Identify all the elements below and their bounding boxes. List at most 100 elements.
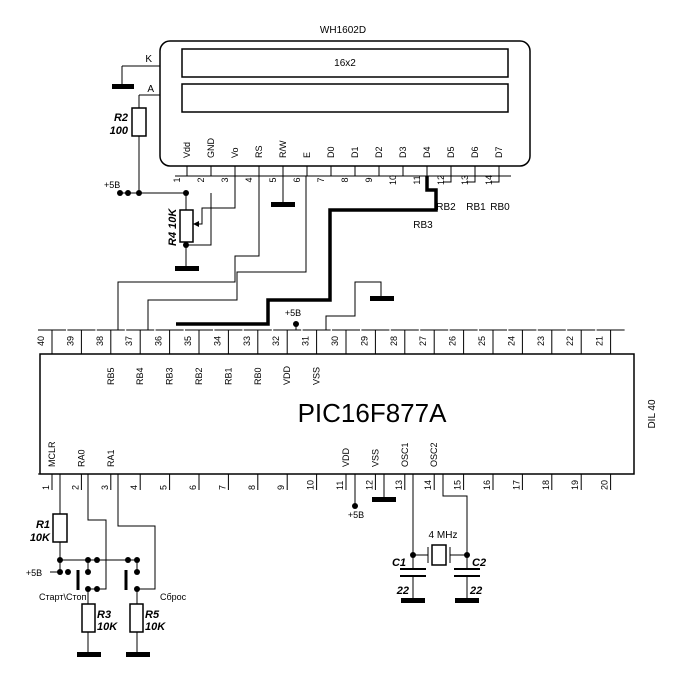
c1-name: C1 bbox=[392, 557, 406, 569]
mcu-pin-label: VDD bbox=[282, 365, 292, 385]
mcu-pin-label: RA1 bbox=[106, 449, 116, 467]
mcu-pin-number: 33 bbox=[242, 336, 252, 346]
mcu-body bbox=[39, 353, 635, 475]
ground-symbol-vss-bottom bbox=[372, 497, 396, 502]
lcd-pin-number: 5 bbox=[268, 177, 278, 182]
plus5-label-lcd: +5В bbox=[104, 180, 120, 190]
lcd-pin-name: D3 bbox=[398, 146, 408, 158]
wire-ra0 bbox=[87, 474, 107, 590]
junction-dot bbox=[136, 190, 142, 196]
mcu-pin-number: 21 bbox=[595, 336, 605, 346]
lcd-model-label: WH1602D bbox=[320, 25, 366, 36]
mcu-pin-label: MCLR bbox=[47, 441, 57, 467]
mcu-pin-number: 36 bbox=[154, 336, 164, 346]
lcd-pin-number: 10 bbox=[388, 175, 398, 185]
resistor-r5 bbox=[129, 603, 144, 633]
mcu-pin-number: 26 bbox=[448, 336, 458, 346]
lcd-pin-name: D7 bbox=[494, 146, 504, 158]
lcd-pin-name: D2 bbox=[374, 146, 384, 158]
lcd-pin-name: D0 bbox=[326, 146, 336, 158]
mcu-pin-number: 35 bbox=[183, 336, 193, 346]
mcu-pin-number: 12 bbox=[364, 480, 374, 490]
resistor-r2 bbox=[131, 107, 147, 137]
resistor-r3 bbox=[81, 603, 96, 633]
r3-value: 10K bbox=[97, 621, 118, 633]
mcu-pin-number: 37 bbox=[124, 336, 134, 346]
lcd-pin-number: 1 bbox=[172, 177, 182, 182]
mcu-pin-label: RB1 bbox=[223, 367, 233, 385]
mcu-pin-number: 28 bbox=[389, 336, 399, 346]
bus-label-rb3: RB3 bbox=[413, 220, 433, 231]
mcu-pin-label: RB3 bbox=[165, 367, 175, 385]
mcu-pin-number: 25 bbox=[477, 336, 487, 346]
lcd-pin-name: E bbox=[302, 152, 312, 158]
wire-vss-gnd bbox=[325, 281, 382, 330]
mcu-pin-number: 15 bbox=[453, 480, 463, 490]
mcu-pin-number: 40 bbox=[36, 336, 46, 346]
lcd-row-1 bbox=[181, 48, 509, 78]
mcu-pin-number: 14 bbox=[423, 480, 433, 490]
mcu-pin-number: 2 bbox=[70, 485, 80, 490]
lcd-pin-number: 7 bbox=[316, 177, 326, 182]
lcd-k-label: K bbox=[145, 54, 152, 65]
lcd-pin-name: GND bbox=[206, 138, 216, 159]
mcu-pin-label: RB5 bbox=[106, 367, 116, 385]
mcu-pin-label: OSC1 bbox=[400, 442, 410, 467]
mcu-pin-number: 11 bbox=[335, 481, 345, 490]
mcu-pin-number: 39 bbox=[65, 336, 75, 346]
mcu-pin-number: 6 bbox=[188, 485, 198, 490]
lcd-pin-number: 2 bbox=[196, 177, 206, 182]
data-bus bbox=[176, 176, 438, 326]
mcu-pin-number: 23 bbox=[536, 336, 546, 346]
plus5-label-buttons: +5В bbox=[26, 568, 42, 578]
lcd-pin-group: 1Vdd2GND3Vo4RS5R/W6E7D08D19D210D311D412D… bbox=[172, 138, 511, 185]
lcd-pin-name: Vo bbox=[230, 147, 240, 158]
mcu-pin-number: 4 bbox=[129, 485, 139, 490]
mcu-pin-number: 22 bbox=[565, 336, 575, 346]
mcu-pin-number: 3 bbox=[100, 485, 110, 490]
ground-symbol-r5 bbox=[126, 652, 150, 657]
lcd-pin-name: D6 bbox=[470, 146, 480, 158]
bus-label-rb2: RB2 bbox=[436, 202, 456, 213]
lcd-pin-name: Vdd bbox=[182, 142, 192, 158]
resistor-r1 bbox=[52, 513, 68, 543]
junction-dot bbox=[125, 190, 131, 196]
mcu-pin-number: 7 bbox=[217, 485, 227, 490]
lcd-pin-number: 8 bbox=[340, 177, 350, 182]
bus-label-rb0: RB0 bbox=[490, 202, 510, 213]
ground-symbol-k bbox=[112, 84, 134, 89]
mcu-pin-label: RB2 bbox=[194, 367, 204, 385]
mcu-pin-number: 31 bbox=[301, 336, 311, 346]
lcd-pin-number: 14 bbox=[484, 175, 494, 185]
wire-rs-rb5 bbox=[117, 176, 260, 330]
mcu-pin-number: 13 bbox=[394, 480, 404, 490]
c2-name: C2 bbox=[472, 557, 486, 569]
wire-e-rb4 bbox=[147, 176, 307, 330]
lcd-pin-name: D5 bbox=[446, 146, 456, 158]
r4-label: R4 10K bbox=[167, 208, 179, 246]
mcu-pin-label: VDD bbox=[341, 447, 351, 467]
button-start-stop-label: Старт\Стоп bbox=[39, 592, 86, 602]
c2-value: 22 bbox=[469, 585, 482, 597]
wire-ra1 bbox=[117, 474, 156, 590]
mcu-pin-label: VSS bbox=[370, 449, 380, 467]
button-reset-label: Сброс bbox=[160, 592, 187, 602]
lcd-pin-number: 12 bbox=[436, 175, 446, 185]
lcd-pin-number: 13 bbox=[460, 175, 470, 185]
mcu-pin-number: 19 bbox=[570, 480, 580, 490]
mcu-pin-number: 24 bbox=[506, 336, 516, 346]
lcd-pin-name: R/W bbox=[278, 140, 288, 158]
mcu-pin-number: 27 bbox=[418, 336, 428, 346]
lcd-pin-name: D4 bbox=[422, 146, 432, 158]
lcd-pin-number: 9 bbox=[364, 177, 374, 182]
mcu-pin-number: 30 bbox=[330, 336, 340, 346]
lcd-pin-number: 3 bbox=[220, 177, 230, 182]
lcd-pin-number: 4 bbox=[244, 177, 254, 182]
lcd-a-label: A bbox=[147, 84, 154, 95]
c1-value: 22 bbox=[396, 585, 409, 597]
bus-label-rb1: RB1 bbox=[466, 202, 486, 213]
lcd-pin-number: 6 bbox=[292, 177, 302, 182]
r2-name: R2 bbox=[114, 112, 128, 124]
